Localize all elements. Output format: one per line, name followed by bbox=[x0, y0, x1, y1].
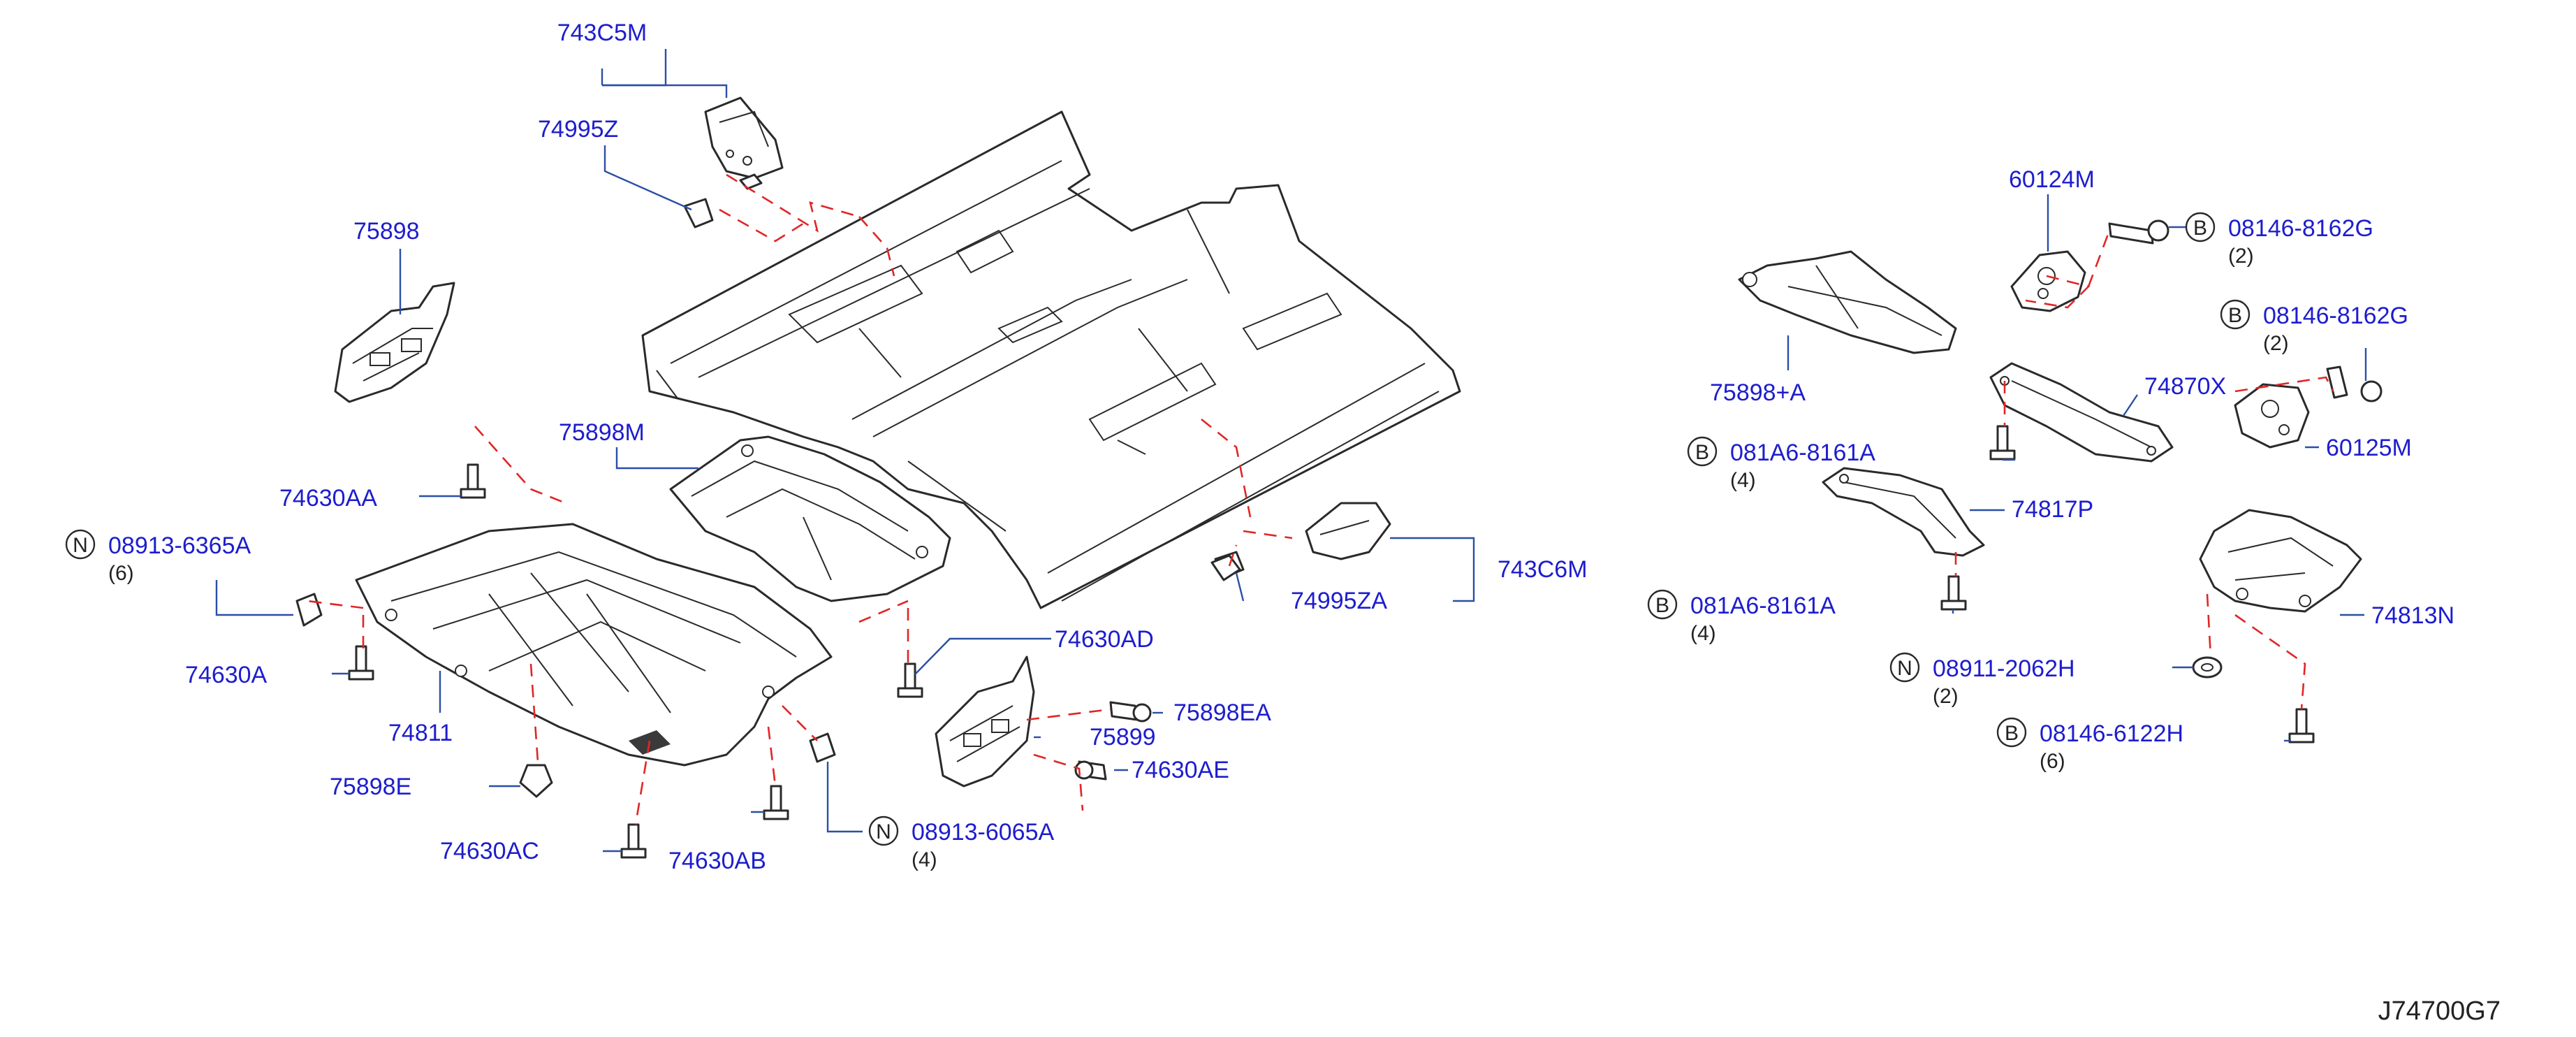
label-75898E: 75898E bbox=[330, 774, 411, 800]
label-08146-6122H: 08146-6122H bbox=[2040, 720, 2183, 747]
fastener-bolt-08146-8162G-b bbox=[2326, 365, 2383, 403]
fastener-bolt-74630A bbox=[348, 645, 374, 681]
symbol-N-circle bbox=[65, 529, 96, 560]
label-081A6-8161A-b: 081A6-8161A bbox=[1690, 593, 1836, 619]
bracket-743C5M-illustration bbox=[683, 96, 784, 229]
symbol-B: B bbox=[2228, 304, 2242, 327]
assembly-dashed-lines bbox=[307, 173, 2334, 825]
fastener-bolt-74630AA bbox=[460, 463, 486, 499]
bracket-74813N-illustration bbox=[2199, 509, 2362, 613]
symbol-N-circle bbox=[1889, 652, 1920, 683]
leader-lines bbox=[215, 49, 2367, 853]
label-75898EA: 75898EA bbox=[1173, 699, 1271, 726]
label-74630A: 74630A bbox=[185, 662, 268, 688]
label-74630AB: 74630AB bbox=[668, 848, 766, 874]
label-08146-8162G-a: 08146-8162G bbox=[2228, 215, 2373, 242]
label-74870X: 74870X bbox=[2144, 373, 2226, 400]
guard-75899-illustration bbox=[935, 655, 1035, 788]
label-75898M: 75898M bbox=[559, 419, 645, 446]
undercover-75898M-illustration bbox=[669, 435, 951, 602]
symbol-N: N bbox=[1897, 657, 1912, 680]
label-74813N: 74813N bbox=[2371, 602, 2454, 629]
fastener-bolt-74630AB bbox=[763, 785, 789, 820]
symbol-B: B bbox=[2005, 722, 2019, 745]
label-74995ZA: 74995ZA bbox=[1291, 588, 1387, 614]
fastener-clip-08913-6365A bbox=[295, 593, 323, 627]
label-74817P: 74817P bbox=[2012, 496, 2093, 523]
symbol-N: N bbox=[876, 820, 891, 843]
symbol-B-circle bbox=[1687, 436, 1718, 467]
symbol-B: B bbox=[1695, 441, 1709, 464]
label-74630AE: 74630AE bbox=[1132, 757, 1229, 783]
bracket-60124M-illustration bbox=[2010, 250, 2086, 312]
symbol-N: N bbox=[73, 534, 88, 557]
symbol-B-circle bbox=[1647, 589, 1678, 620]
fastener-bolt-74630AD bbox=[897, 662, 923, 698]
label-75898A: 75898+A bbox=[1710, 379, 1806, 406]
symbol-B-circle bbox=[2185, 212, 2216, 242]
fastener-bolt-74630AE bbox=[1074, 760, 1107, 781]
guard-75898-illustration bbox=[334, 282, 455, 403]
bracket-743C6M-illustration bbox=[1214, 502, 1391, 578]
undercover-74811-illustration bbox=[355, 523, 833, 767]
label-60124M: 60124M bbox=[2009, 166, 2095, 193]
qty-081A6-8161A-a: (4) bbox=[1730, 469, 1756, 492]
symbol-B-circle bbox=[2220, 299, 2251, 330]
label-75898: 75898 bbox=[353, 218, 420, 245]
label-75899: 75899 bbox=[1090, 724, 1156, 750]
fastener-bolt-081A6-8161A-b bbox=[1940, 575, 1967, 611]
symbol-B: B bbox=[2193, 217, 2207, 240]
qty-081A6-8161A-b: (4) bbox=[1690, 622, 1716, 645]
member-74870X-illustration bbox=[1989, 362, 2174, 463]
qty-08911-2062H: (2) bbox=[1933, 685, 1959, 708]
qty-08913-6365A: (6) bbox=[108, 562, 134, 585]
part-labels: 743C5M 74995Z 75898 75898M 74630AA N 089… bbox=[65, 20, 2501, 1026]
label-743C5M: 743C5M bbox=[557, 20, 647, 46]
label-74630AD: 74630AD bbox=[1055, 626, 1154, 653]
floor-pan-illustration bbox=[641, 110, 1461, 609]
label-08913-6365A: 08913-6365A bbox=[108, 532, 251, 559]
bracket-60125M-illustration bbox=[2234, 383, 2310, 449]
fastener-clip-75898E bbox=[519, 764, 553, 798]
label-74630AA: 74630AA bbox=[279, 485, 377, 512]
fastener-bolt-75898EA bbox=[1109, 701, 1152, 723]
symbol-B-circle bbox=[1996, 717, 2027, 748]
symbol-B: B bbox=[1655, 594, 1669, 617]
label-08913-6065A: 08913-6065A bbox=[912, 819, 1055, 846]
label-08911-2062H: 08911-2062H bbox=[1933, 655, 2075, 682]
fastener-bolt-08146-8162G-a bbox=[2108, 219, 2169, 245]
fastener-bolt-74630AC bbox=[620, 823, 647, 859]
label-08146-8162G-b: 08146-8162G bbox=[2263, 303, 2408, 329]
symbol-N-circle bbox=[868, 815, 899, 846]
fastener-nut-08911-2062H bbox=[2192, 656, 2223, 679]
qty-08146-8162G-b: (2) bbox=[2263, 332, 2289, 355]
member-74817P-illustration bbox=[1822, 467, 1985, 557]
label-74995Z: 74995Z bbox=[538, 116, 618, 143]
label-74811: 74811 bbox=[388, 720, 453, 746]
bracket-75898A-illustration bbox=[1738, 250, 1957, 354]
fastener-clip-74995ZA bbox=[1210, 554, 1241, 581]
label-081A6-8161A-a: 081A6-8161A bbox=[1730, 440, 1875, 466]
label-60125M: 60125M bbox=[2326, 435, 2412, 461]
diagram-id: J74700G7 bbox=[2378, 996, 2501, 1026]
qty-08146-8162G-a: (2) bbox=[2228, 245, 2254, 268]
fastener-bolt-08146-6122H bbox=[2288, 708, 2315, 744]
qty-08146-6122H: (6) bbox=[2040, 750, 2065, 773]
label-743C6M: 743C6M bbox=[1498, 556, 1588, 583]
label-74630AC: 74630AC bbox=[440, 838, 539, 864]
fastener-bolt-081A6-8161A-a bbox=[1989, 425, 2016, 461]
qty-08913-6065A: (4) bbox=[912, 848, 937, 871]
